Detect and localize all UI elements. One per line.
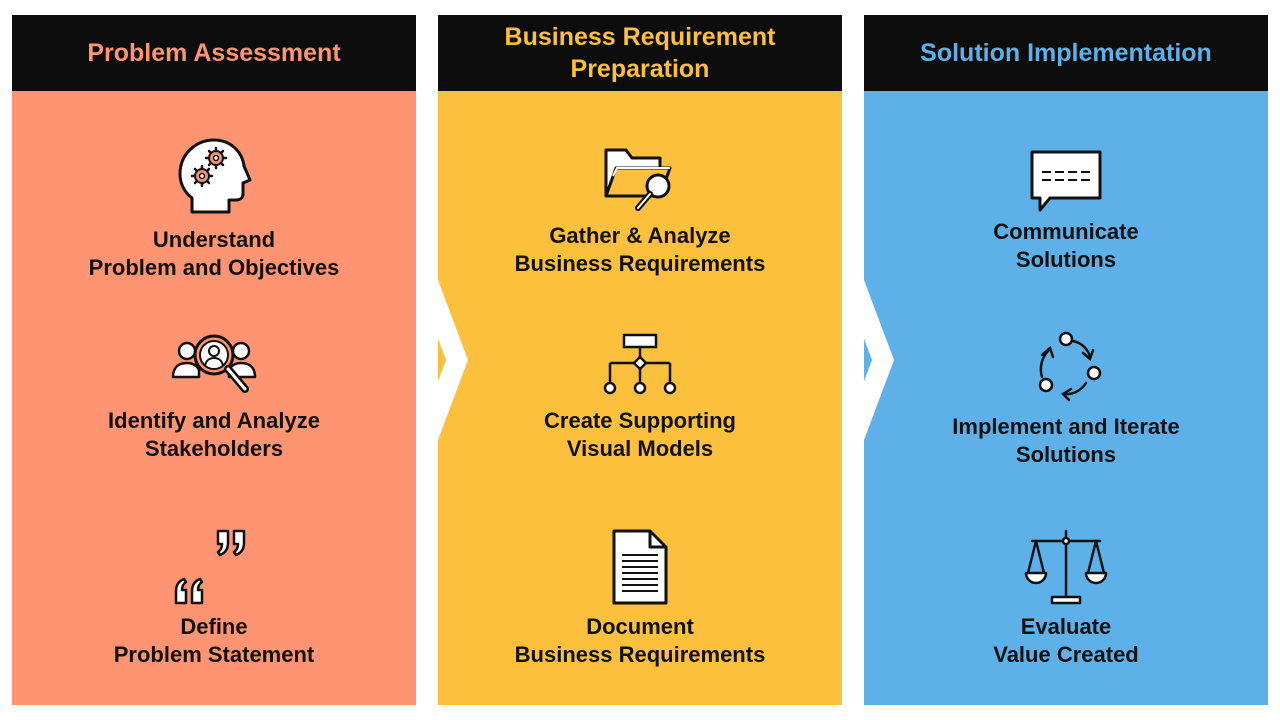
stakeholder-search-icon [171, 334, 257, 393]
step-label: Implement and Iterate Solutions [952, 414, 1180, 467]
document-icon [612, 529, 668, 605]
step-visual-models: Create Supporting Visual Models [438, 331, 842, 463]
column-header: Problem Assessment [12, 15, 416, 91]
step-label: Create Supporting Visual Models [544, 408, 736, 461]
step-label: Communicate Solutions [993, 219, 1139, 272]
folder-search-icon [604, 148, 672, 211]
step-identify-stakeholders: Identify and Analyze Stakeholders [12, 331, 416, 463]
balance-scale-icon [1024, 529, 1108, 605]
step-label: Document Business Requirements [514, 614, 766, 667]
step-communicate-solutions: Communicate Solutions [864, 136, 1268, 274]
step-implement-iterate: Implement and Iterate Solutions [864, 331, 1268, 469]
column-body: Gather & Analyze Business Requirements [438, 91, 842, 705]
speech-bubble-icon [1030, 150, 1102, 212]
column-body: Understand Problem and Objectives Identi… [12, 91, 416, 705]
column-header: Business Requirement Preparation [438, 15, 842, 91]
column-title: Problem Assessment [87, 39, 341, 67]
step-label: Define Problem Statement [113, 614, 315, 667]
step-label: Understand Problem and Objectives [88, 227, 340, 280]
step-label: Identify and Analyze Stakeholders [108, 408, 320, 461]
column-title: Solution Implementation [920, 39, 1212, 67]
column-header: Solution Implementation [864, 15, 1268, 91]
column-business-requirement-preparation: Business Requirement Preparation Gather … [438, 15, 842, 705]
cycle-icon [1038, 331, 1102, 402]
hierarchy-chart-icon [603, 333, 677, 395]
step-define-problem: Define Problem Statement [12, 527, 416, 669]
quote-marks-icon [174, 529, 246, 605]
column-solution-implementation: Solution Implementation Communicate Solu… [864, 15, 1268, 705]
step-evaluate-value: Evaluate Value Created [864, 527, 1268, 669]
step-understand-problem: Understand Problem and Objectives [12, 136, 416, 282]
column-title: Business Requirement Preparation [504, 23, 776, 83]
head-gears-icon [178, 138, 252, 214]
step-label: Gather & Analyze Business Requirements [514, 223, 766, 276]
step-gather-requirements: Gather & Analyze Business Requirements [438, 136, 842, 278]
column-body: Communicate Solutions Implement and [864, 91, 1268, 705]
step-document-requirements: Document Business Requirements [438, 527, 842, 669]
step-label: Evaluate Value Created [993, 614, 1139, 667]
column-problem-assessment: Problem Assessment [12, 15, 416, 705]
